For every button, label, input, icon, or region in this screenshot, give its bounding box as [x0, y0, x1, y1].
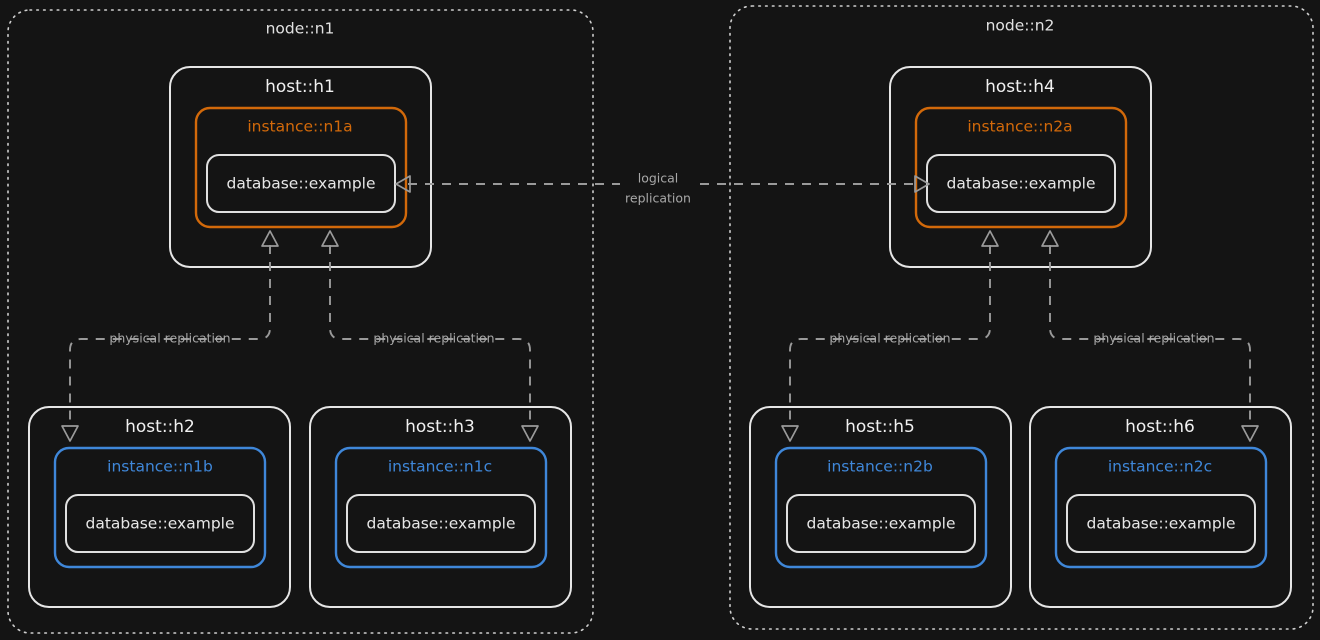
host-group-h2[interactable]: host::h2 instance::n1b database::example	[28, 406, 291, 608]
database-container-h6[interactable]	[1066, 494, 1256, 553]
instance-container-n1a[interactable]	[194, 106, 408, 229]
instance-label-n1b: instance::n1b	[107, 458, 213, 476]
arrowhead-h4-h6-down	[1241, 425, 1259, 442]
database-container-h5[interactable]	[786, 494, 976, 553]
node-container-n1[interactable]	[7, 9, 594, 634]
database-container-h3[interactable]	[346, 494, 536, 553]
edge-logical-replication[interactable]: logical replication	[395, 171, 930, 206]
instance-container-n2c[interactable]	[1054, 446, 1268, 569]
host-container-h3[interactable]	[309, 406, 572, 608]
instance-container-n2a[interactable]	[914, 106, 1128, 229]
host-label-h6: host::h6	[1125, 417, 1195, 437]
edge-label-physical-h1-h3: physical replication	[373, 331, 494, 346]
arrowhead-h4-h6-up	[1041, 230, 1059, 247]
edge-line-h1-h3	[329, 245, 531, 425]
host-label-h5: host::h5	[845, 417, 915, 437]
instance-container-n1b[interactable]	[53, 446, 267, 569]
instance-label-n2c: instance::n2c	[1108, 458, 1212, 476]
node-container-n2[interactable]	[729, 5, 1314, 630]
node-label-n1: node::n1	[266, 20, 335, 38]
arrowhead-logical-to-h4	[914, 175, 930, 193]
host-label-h3: host::h3	[405, 417, 475, 437]
database-container-h1[interactable]	[206, 154, 396, 213]
edge-label-physical-h4-h6: physical replication	[1093, 331, 1214, 346]
host-container-h4[interactable]	[889, 66, 1152, 268]
host-container-h6[interactable]	[1029, 406, 1292, 608]
arrowhead-h1-h3-down	[521, 425, 539, 442]
edge-label-logical-line1: logical	[638, 171, 679, 186]
host-container-h1[interactable]	[169, 66, 432, 268]
host-label-h1: host::h1	[265, 77, 335, 97]
host-group-h6[interactable]: host::h6 instance::n2c database::example	[1029, 406, 1292, 608]
instance-label-n2b: instance::n2b	[827, 458, 933, 476]
database-label-h6: database::example	[1086, 515, 1235, 533]
database-label-h5: database::example	[806, 515, 955, 533]
database-label-h1: database::example	[226, 175, 375, 193]
instance-label-n1c: instance::n1c	[388, 458, 492, 476]
arrowhead-logical-to-h1	[395, 175, 411, 193]
instance-container-n2b[interactable]	[774, 446, 988, 569]
host-group-h5[interactable]: host::h5 instance::n2b database::example	[749, 406, 1012, 608]
host-group-h4[interactable]: host::h4 instance::n2a database::example	[889, 66, 1152, 268]
edge-label-physical-h4-h5: physical replication	[829, 331, 950, 346]
node-group-n2[interactable]: node::n2	[729, 5, 1314, 630]
database-label-h4: database::example	[946, 175, 1095, 193]
instance-container-n1c[interactable]	[334, 446, 548, 569]
arrowhead-h4-h5-down	[781, 425, 799, 442]
host-container-h2[interactable]	[28, 406, 291, 608]
instance-label-n1a: instance::n1a	[247, 118, 352, 136]
edge-line-h4-h5	[789, 245, 991, 425]
instance-label-n2a: instance::n2a	[967, 118, 1072, 136]
database-label-h3: database::example	[366, 515, 515, 533]
arrowhead-h1-h2-down	[61, 425, 79, 442]
edge-label-physical-h1-h2: physical replication	[109, 331, 230, 346]
database-container-h2[interactable]	[65, 494, 255, 553]
arrowhead-h1-h3-up	[321, 230, 339, 247]
edge-line-h1-h2	[69, 245, 271, 425]
host-group-h1[interactable]: host::h1 instance::n1a database::example	[169, 66, 432, 268]
edge-physical-h1-h3[interactable]: physical replication	[321, 230, 539, 442]
edge-physical-h1-h2[interactable]: physical replication	[61, 230, 279, 442]
edge-physical-h4-h6[interactable]: physical replication	[1041, 230, 1259, 442]
edge-label-logical-line2: replication	[625, 191, 691, 206]
arrowhead-h1-h2-up	[261, 230, 279, 247]
host-label-h4: host::h4	[985, 77, 1055, 97]
database-label-h2: database::example	[85, 515, 234, 533]
host-container-h5[interactable]	[749, 406, 1012, 608]
host-label-h2: host::h2	[125, 417, 195, 437]
node-label-n2: node::n2	[986, 17, 1055, 35]
edge-line-h4-h6	[1049, 245, 1251, 425]
node-group-n1[interactable]: node::n1	[7, 9, 594, 634]
arrowhead-h4-h5-up	[981, 230, 999, 247]
host-group-h3[interactable]: host::h3 instance::n1c database::example	[309, 406, 572, 608]
edge-physical-h4-h5[interactable]: physical replication	[781, 230, 999, 442]
